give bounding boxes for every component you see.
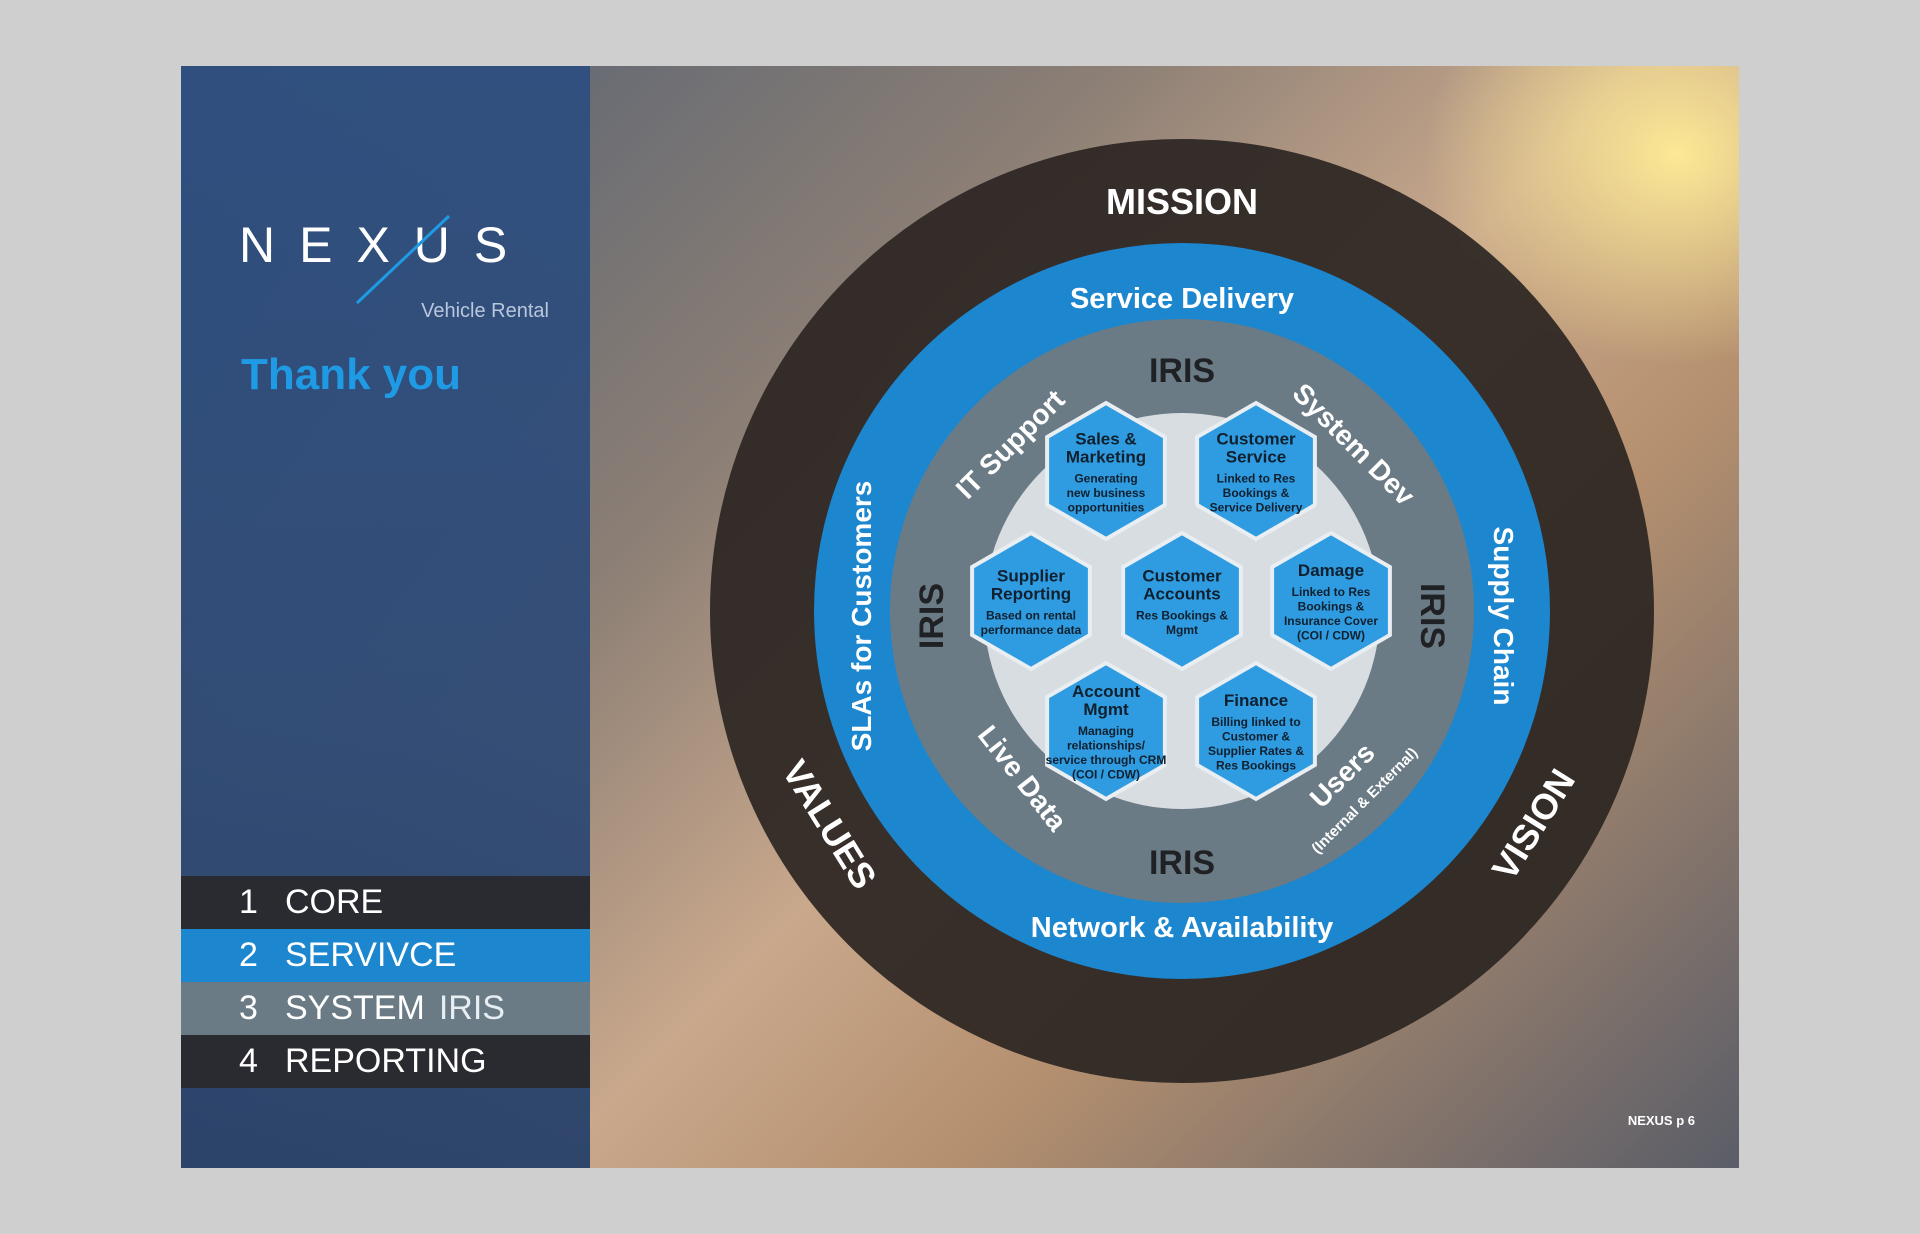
hexagon-title: Sales & [1075, 429, 1136, 448]
hexagon-title: Accounts [1143, 585, 1220, 604]
menu-label: REPORTING [285, 1042, 487, 1080]
hexagon-body: Res Bookings & [1136, 609, 1228, 623]
logo-slash-icon [355, 214, 451, 305]
hexagon-body: Res Bookings [1216, 759, 1296, 773]
hexagon-body: relationships/ [1067, 739, 1146, 753]
hexagon-body: (COI / CDW) [1297, 629, 1365, 643]
hexagon-body: Billing linked to [1211, 715, 1300, 729]
hexagon-body: Based on rental [986, 609, 1076, 623]
menu-label: SYSTEM [285, 989, 425, 1027]
hexagon-body: Service Delivery [1210, 500, 1303, 514]
iris-top-label: IRIS [1149, 352, 1215, 390]
iris-right-label: IRIS [1413, 583, 1451, 649]
logo-wordmark: NEXUS [239, 217, 532, 273]
page-number: NEXUS p 6 [1627, 1113, 1695, 1128]
hexagon-body: Linked to Res [1217, 471, 1296, 485]
hexagon-body: Insurance Cover [1284, 614, 1378, 628]
hexagon-shape [1045, 660, 1167, 802]
service-delivery-label: Service Delivery [1070, 283, 1294, 315]
mission-label: MISSION [1106, 181, 1258, 222]
hexagon-body: Bookings & [1223, 486, 1290, 500]
hexagon-body: Managing [1078, 724, 1134, 738]
hexagon-title: Supplier [997, 567, 1065, 586]
menu-extra-label: IRIS [438, 989, 505, 1027]
hexagon-body: Supplier Rates & [1208, 744, 1304, 758]
hexagon-shape [1121, 530, 1243, 672]
sidebar-panel: NEXUS Vehicle Rental Thank you 1 CORE 2 … [181, 66, 590, 1168]
hexagon-body: Mgmt [1166, 623, 1198, 637]
hexagon-shape [1270, 530, 1392, 672]
hexagon-title: Finance [1224, 691, 1288, 710]
hexagon-title: Mgmt [1083, 700, 1129, 719]
hexagon-title: Reporting [991, 585, 1071, 604]
hexagon-body: Linked to Res [1292, 585, 1371, 599]
hexagon-title: Customer [1142, 567, 1222, 586]
hexagon-title: Service [1226, 447, 1287, 466]
menu-item-service[interactable]: 2 SERVIVCE [181, 929, 590, 982]
hexagon-body: Generating [1074, 471, 1137, 485]
hexagon-shape [1195, 660, 1317, 802]
hexagon-body: (COI / CDW) [1072, 768, 1140, 782]
logo-tagline: Vehicle Rental [421, 300, 549, 322]
hexagon-shape [970, 530, 1092, 672]
menu-number: 2 [239, 936, 258, 974]
menu-number: 4 [239, 1042, 258, 1080]
iris-bottom-label: IRIS [1149, 844, 1215, 882]
iris-left-label: IRIS [913, 583, 951, 649]
menu-item-reporting[interactable]: 4 REPORTING [181, 1035, 590, 1088]
hexagon-title: Account [1072, 682, 1140, 701]
hexagon-title: Customer [1216, 429, 1296, 448]
hexagon-title: Marketing [1066, 447, 1146, 466]
menu-number: 3 [239, 989, 258, 1027]
hexagon-body: performance data [981, 623, 1082, 637]
network-label: Network & Availability [1031, 912, 1333, 944]
thank-you-heading: Thank you [241, 350, 462, 399]
menu-label: CORE [285, 883, 384, 921]
hexagon-body: opportunities [1068, 500, 1145, 514]
hexagon-body: new business [1067, 486, 1146, 500]
hexagon-shape [1195, 400, 1317, 542]
supply-chain-label: Supply Chain [1488, 527, 1519, 706]
hexagon-body: service through CRM [1046, 753, 1167, 767]
nexus-logo: NEXUS Vehicle Rental [239, 158, 549, 322]
menu-label: SERVIVCE [285, 936, 457, 974]
section-menu: 1 CORE 2 SERVIVCE 3 SYSTEM IRIS 4 REPORT… [181, 876, 590, 1088]
hexagon-shape [1045, 400, 1167, 542]
slide: MISSION VALUES VISION Service Delivery N… [181, 66, 1739, 1168]
slas-label: SLAs for Customers [846, 481, 877, 752]
menu-item-core[interactable]: 1 CORE [181, 876, 590, 929]
hexagon-body: Customer & [1222, 730, 1290, 744]
hexagon-body: Bookings & [1298, 600, 1365, 614]
hexagon-account: AccountMgmtManagingrelationships/service… [1045, 660, 1167, 802]
strategy-diagram: MISSION VALUES VISION Service Delivery N… [710, 139, 1654, 1083]
menu-item-system[interactable]: 3 SYSTEM IRIS [181, 982, 590, 1035]
menu-number: 1 [239, 883, 258, 921]
hexagon-title: Damage [1298, 561, 1364, 580]
